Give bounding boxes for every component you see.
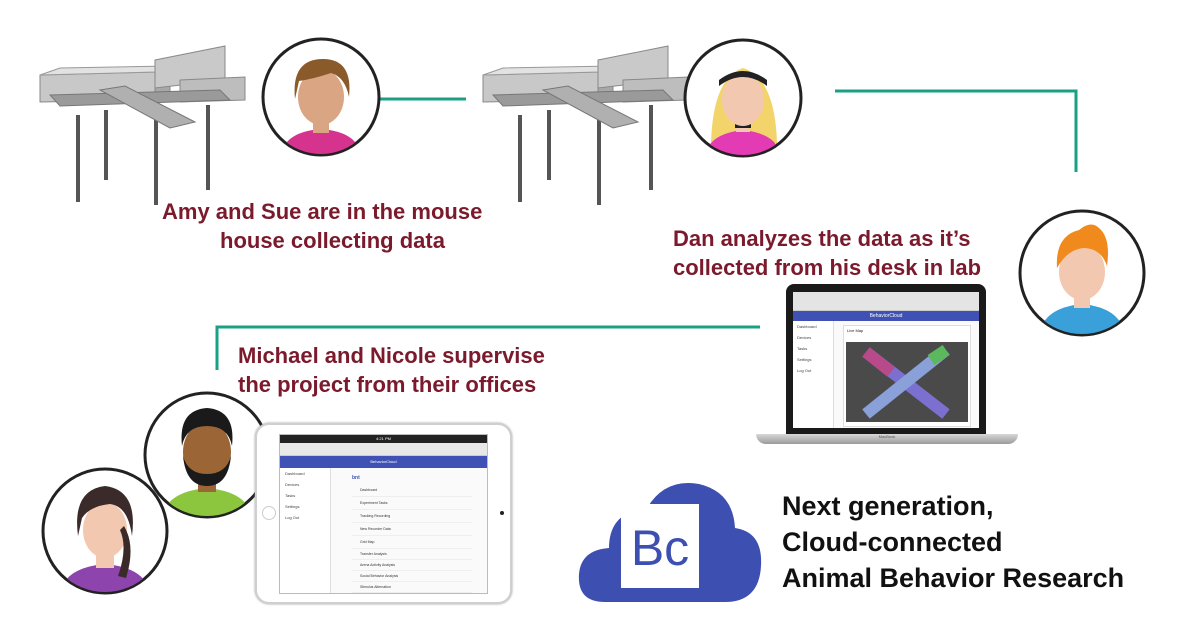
tablet-camera bbox=[500, 511, 504, 515]
task-list-item[interactable]: New Recorder Data bbox=[352, 523, 472, 536]
menu-item-devices[interactable]: Devices bbox=[797, 335, 812, 340]
menu-item-tasks[interactable]: Tasks bbox=[797, 346, 808, 351]
task-list-item[interactable]: Experiment Tasks bbox=[352, 497, 472, 510]
laptop: BehaviorCloud Dashboard Devices Tasks Se… bbox=[756, 284, 1018, 449]
connector-line-3 bbox=[215, 325, 760, 370]
tablet-screen: 4:21 PM BehaviorCloud Dashboard Devices … bbox=[279, 434, 488, 594]
caption-amy-sue: Amy and Sue are in the mouse house colle… bbox=[162, 197, 522, 255]
maze-apparatus-1 bbox=[39, 45, 246, 205]
connector-line-2 bbox=[835, 89, 1078, 172]
task-list-item[interactable]: Arena Activity Analysis bbox=[352, 560, 472, 571]
caption-line: Dan analyzes the data as it’s bbox=[673, 226, 971, 251]
caption-line: Michael and Nicole supervise bbox=[238, 343, 545, 368]
menu-item-settings[interactable]: Settings bbox=[797, 357, 812, 362]
laptop-sidebar: Dashboard Devices Tasks Settings Log Out bbox=[793, 321, 834, 428]
tagline-line-3: Animal Behavior Research bbox=[782, 563, 1125, 593]
app-header: BehaviorCloud bbox=[793, 311, 979, 321]
live-map-panel: Live Map bbox=[843, 325, 971, 427]
avatar-michael bbox=[143, 391, 271, 519]
laptop-display: BehaviorCloud Dashboard Devices Tasks Se… bbox=[793, 292, 979, 428]
caption-line: Amy and Sue are in the mouse bbox=[162, 199, 483, 224]
caption-line: the project from their offices bbox=[238, 372, 537, 397]
tablet-menu-item-devices[interactable]: Devices bbox=[285, 482, 300, 487]
task-list-item[interactable]: Stimulus Alternation bbox=[352, 582, 472, 593]
tagline-line-1: Next generation, bbox=[782, 491, 994, 521]
tablet-sidebar: Dashboard Devices Tasks Settings Log Out bbox=[280, 468, 331, 593]
avatar-sue bbox=[683, 38, 803, 158]
avatar-dan bbox=[1018, 209, 1146, 337]
task-list-item[interactable]: Social Behavior Analysis bbox=[352, 571, 472, 582]
tagline-line-2: Cloud-connected bbox=[782, 527, 1003, 557]
caption-line: house collecting data bbox=[220, 228, 445, 253]
browser-bar bbox=[793, 292, 979, 311]
task-list-item[interactable]: Dashboard bbox=[352, 484, 472, 497]
tablet-content: bnt Dashboard Experiment Tasks Tracking … bbox=[352, 475, 472, 593]
tablet-menu-item-log-out[interactable]: Log Out bbox=[285, 515, 300, 520]
laptop-base: MacBook bbox=[756, 434, 1018, 444]
laptop-brand: MacBook bbox=[878, 434, 896, 439]
maze-apparatus-2 bbox=[482, 45, 689, 205]
menu-item-dashboard[interactable]: Dashboard bbox=[797, 324, 817, 329]
tablet-browser-bar bbox=[280, 443, 487, 456]
tagline: Next generation, Cloud-connected Animal … bbox=[782, 488, 1124, 596]
tablet: 4:21 PM BehaviorCloud Dashboard Devices … bbox=[255, 423, 512, 604]
caption-dan: Dan analyzes the data as it’s collected … bbox=[673, 224, 1033, 282]
laptop-screen: BehaviorCloud Dashboard Devices Tasks Se… bbox=[786, 284, 986, 434]
panel-title: Live Map bbox=[847, 328, 864, 333]
avatar-amy bbox=[261, 37, 381, 157]
maze-video-frame bbox=[846, 342, 968, 422]
avatar-nicole bbox=[41, 467, 169, 595]
cloud-icon: Bc bbox=[578, 483, 762, 602]
tablet-section-title: bnt bbox=[352, 475, 360, 481]
caption-michael-nicole: Michael and Nicole supervise the project… bbox=[238, 341, 598, 399]
tablet-menu-item-dashboard[interactable]: Dashboard bbox=[285, 471, 305, 476]
task-list-item[interactable]: Transfer Analysis bbox=[352, 549, 472, 560]
tablet-menu-item-tasks[interactable]: Tasks bbox=[285, 493, 296, 498]
tablet-menu-item-settings[interactable]: Settings bbox=[285, 504, 300, 509]
caption-line: collected from his desk in lab bbox=[673, 255, 982, 280]
task-list-item[interactable]: Tracking Recording bbox=[352, 510, 472, 523]
tablet-home-button[interactable] bbox=[262, 506, 276, 520]
menu-item-log-out[interactable]: Log Out bbox=[797, 368, 812, 373]
tablet-status-bar: 4:21 PM bbox=[280, 435, 487, 443]
logo-text: Bc bbox=[631, 520, 689, 576]
tablet-app-header: BehaviorCloud bbox=[280, 456, 487, 468]
task-list-item[interactable]: Grid Map bbox=[352, 536, 472, 549]
